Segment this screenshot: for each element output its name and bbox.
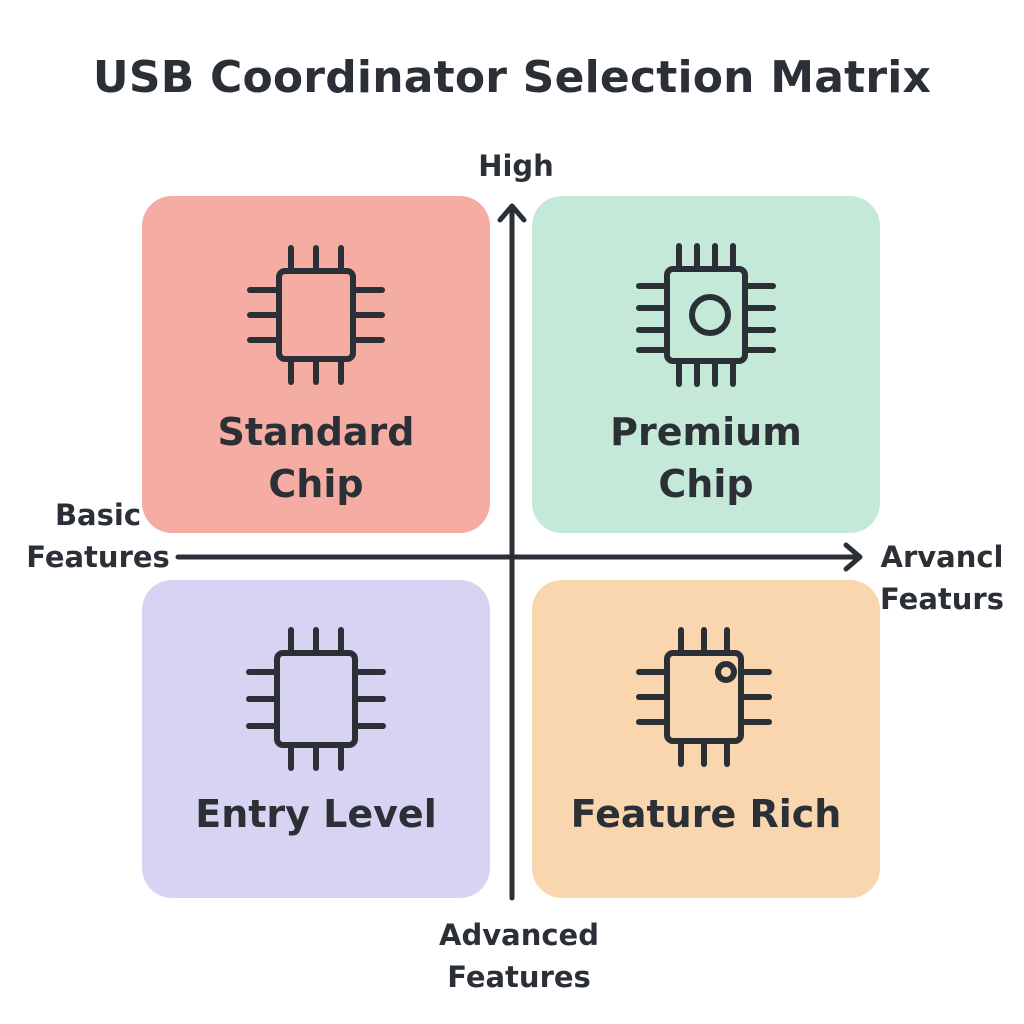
- chip-circle-icon: [636, 243, 776, 387]
- quadrant-label: Entry Level: [195, 792, 437, 836]
- quadrant-standard-chip: Standard Chip: [142, 196, 490, 533]
- chip-icon: [246, 627, 386, 771]
- quadrant-label: Feature Rich: [570, 792, 842, 836]
- chip-dot-icon: [636, 627, 772, 767]
- right-arrow-icon: [843, 542, 863, 572]
- quadrant-entry-level: Entry Level: [142, 580, 490, 898]
- axis-label-bottom: Advanced Features: [439, 918, 599, 994]
- chip-icon: [247, 245, 385, 385]
- quadrant-label: Premium Chip: [610, 410, 802, 506]
- diagram-title: USB Coordinator Selection Matrix: [92, 52, 932, 103]
- axis-label-right: Arvancl Featurs: [880, 540, 1004, 616]
- quadrant-label: Standard Chip: [217, 410, 415, 506]
- quadrant-premium-chip: Premium Chip: [532, 196, 880, 533]
- up-arrow-icon: [497, 203, 527, 223]
- axis-label-left: Basic Features: [26, 498, 170, 574]
- axis-label-top: High: [478, 149, 554, 183]
- quadrant-feature-rich: Feature Rich: [532, 580, 880, 898]
